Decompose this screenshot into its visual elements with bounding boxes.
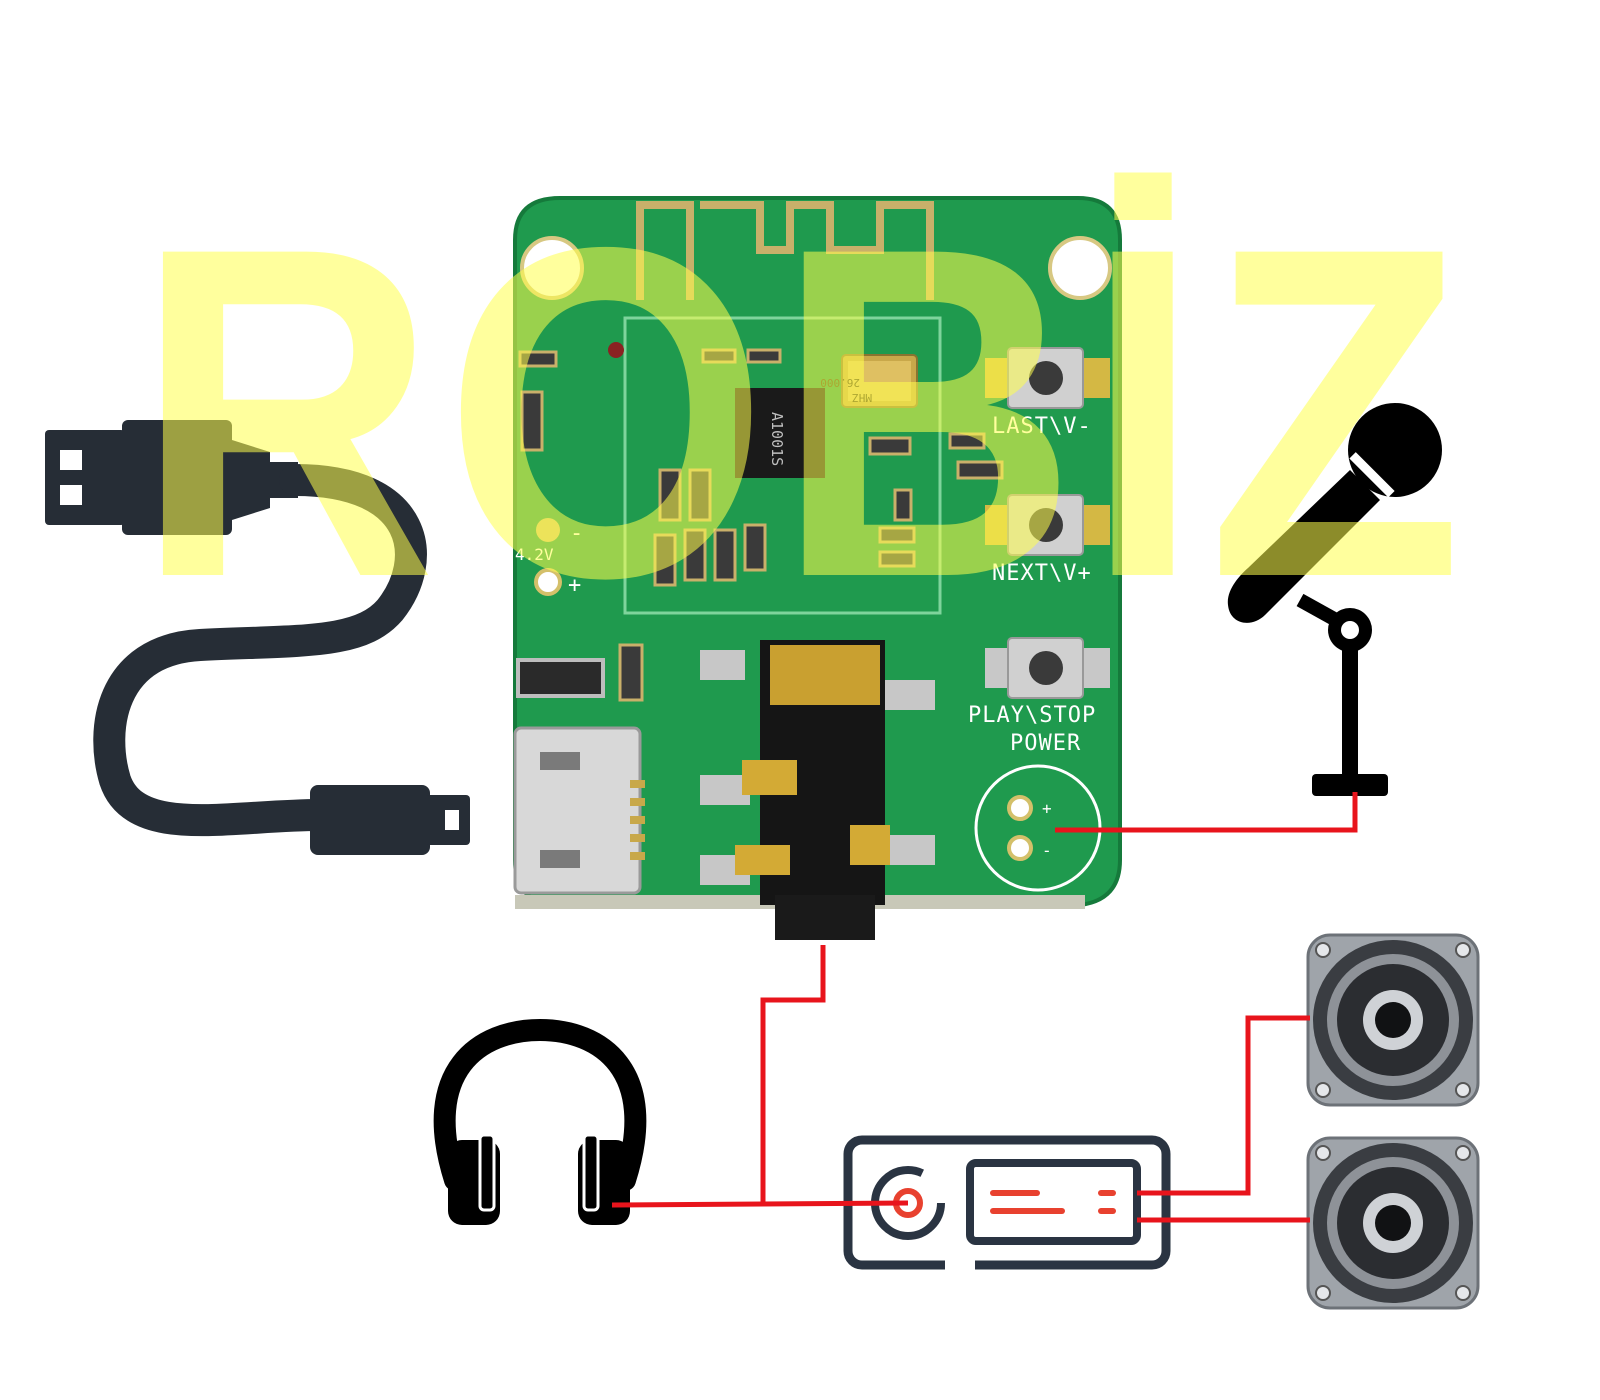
watermark-text: ROBİZ xyxy=(135,150,1470,675)
headphones-icon xyxy=(433,1018,647,1225)
audio-jack xyxy=(700,640,935,940)
microphone-icon xyxy=(1227,403,1442,796)
battery-plus: + xyxy=(568,573,582,598)
crystal-line1: 26.000 xyxy=(820,376,860,389)
battery-minus: - xyxy=(570,521,584,546)
main-chip: A1001S xyxy=(735,388,825,478)
micro-usb-port xyxy=(513,726,645,895)
smd-components xyxy=(518,348,1004,702)
button-play-label: PLAY\STOP xyxy=(968,703,1096,728)
usb-cable-icon xyxy=(45,420,470,855)
wire-jack xyxy=(760,945,826,1202)
mic-plus: + xyxy=(1042,799,1052,818)
speaker-icon xyxy=(1306,1136,1480,1310)
pcb-board: A1001S 26.000 MHZ xyxy=(513,196,1122,940)
button-last-label: LAST\V- xyxy=(992,414,1092,439)
crystal: 26.000 MHZ xyxy=(820,354,918,408)
button-next: NEXT\V+ xyxy=(985,494,1110,586)
wire-headphones xyxy=(611,1200,909,1208)
wire-mic xyxy=(1055,792,1358,833)
button-next-label: NEXT\V+ xyxy=(992,561,1092,586)
amplifier-icon xyxy=(843,1135,1171,1270)
button-play-stop: PLAY\STOP POWER xyxy=(968,637,1110,756)
crystal-line2: MHZ xyxy=(852,391,872,404)
mic-minus: - xyxy=(1042,841,1052,860)
power-label: POWER xyxy=(1010,731,1081,756)
wire-speaker-1 xyxy=(1137,1015,1310,1196)
button-last: LAST\V- xyxy=(985,347,1110,439)
wires xyxy=(611,792,1358,1223)
chip-label: A1001S xyxy=(768,412,786,466)
speaker-icon xyxy=(1306,933,1480,1107)
voltage-label: 4.2V xyxy=(515,545,554,564)
